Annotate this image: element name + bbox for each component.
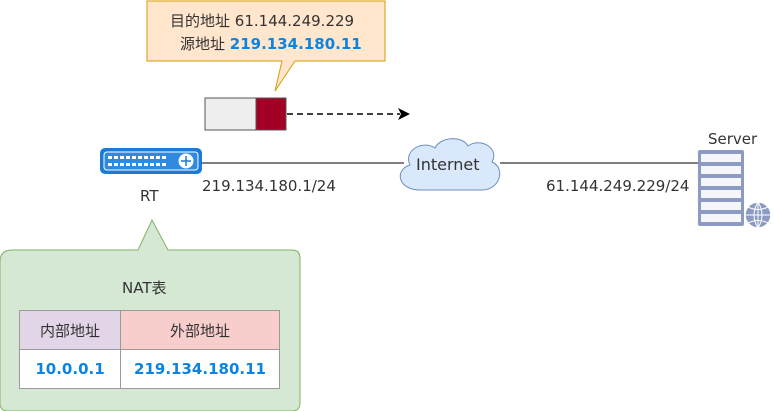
packet-header — [255, 97, 287, 131]
source-ip: 219.134.180.11 — [229, 35, 362, 53]
header-external-address: 外部地址 — [120, 310, 280, 350]
server-label: Server — [708, 130, 758, 148]
destination-label: 目的地址 — [170, 12, 231, 30]
server-icon — [698, 150, 772, 229]
nat-table-title: NAT表 — [122, 279, 167, 297]
internet-cloud — [399, 138, 501, 191]
destination-address-line: 目的地址 61.144.249.229 — [170, 10, 354, 31]
source-label: 源地址 — [180, 35, 226, 53]
packet-callout-bubble — [146, 0, 386, 92]
server-ip: 61.144.249.229/24 — [546, 177, 690, 195]
header-internal-address: 内部地址 — [19, 310, 121, 350]
router-label: RT — [140, 187, 159, 205]
nat-table: 内部地址 外部地址 10.0.0.1 219.134.180.11 — [19, 310, 280, 389]
destination-ip: 61.144.249.229 — [234, 12, 355, 30]
internal-address-cell: 10.0.0.1 — [19, 349, 121, 389]
arrow-head-icon — [398, 108, 410, 120]
table-row: 10.0.0.1 219.134.180.11 — [19, 349, 280, 389]
source-address-line: 源地址 219.134.180.11 — [180, 33, 362, 54]
internet-label: Internet — [416, 155, 480, 174]
external-address-cell: 219.134.180.11 — [120, 349, 280, 389]
router-icon — [100, 148, 202, 174]
nat-table-header-row: 内部地址 外部地址 — [19, 310, 280, 350]
packet-body — [204, 97, 257, 131]
router-interface-ip: 219.134.180.1/24 — [202, 177, 336, 195]
